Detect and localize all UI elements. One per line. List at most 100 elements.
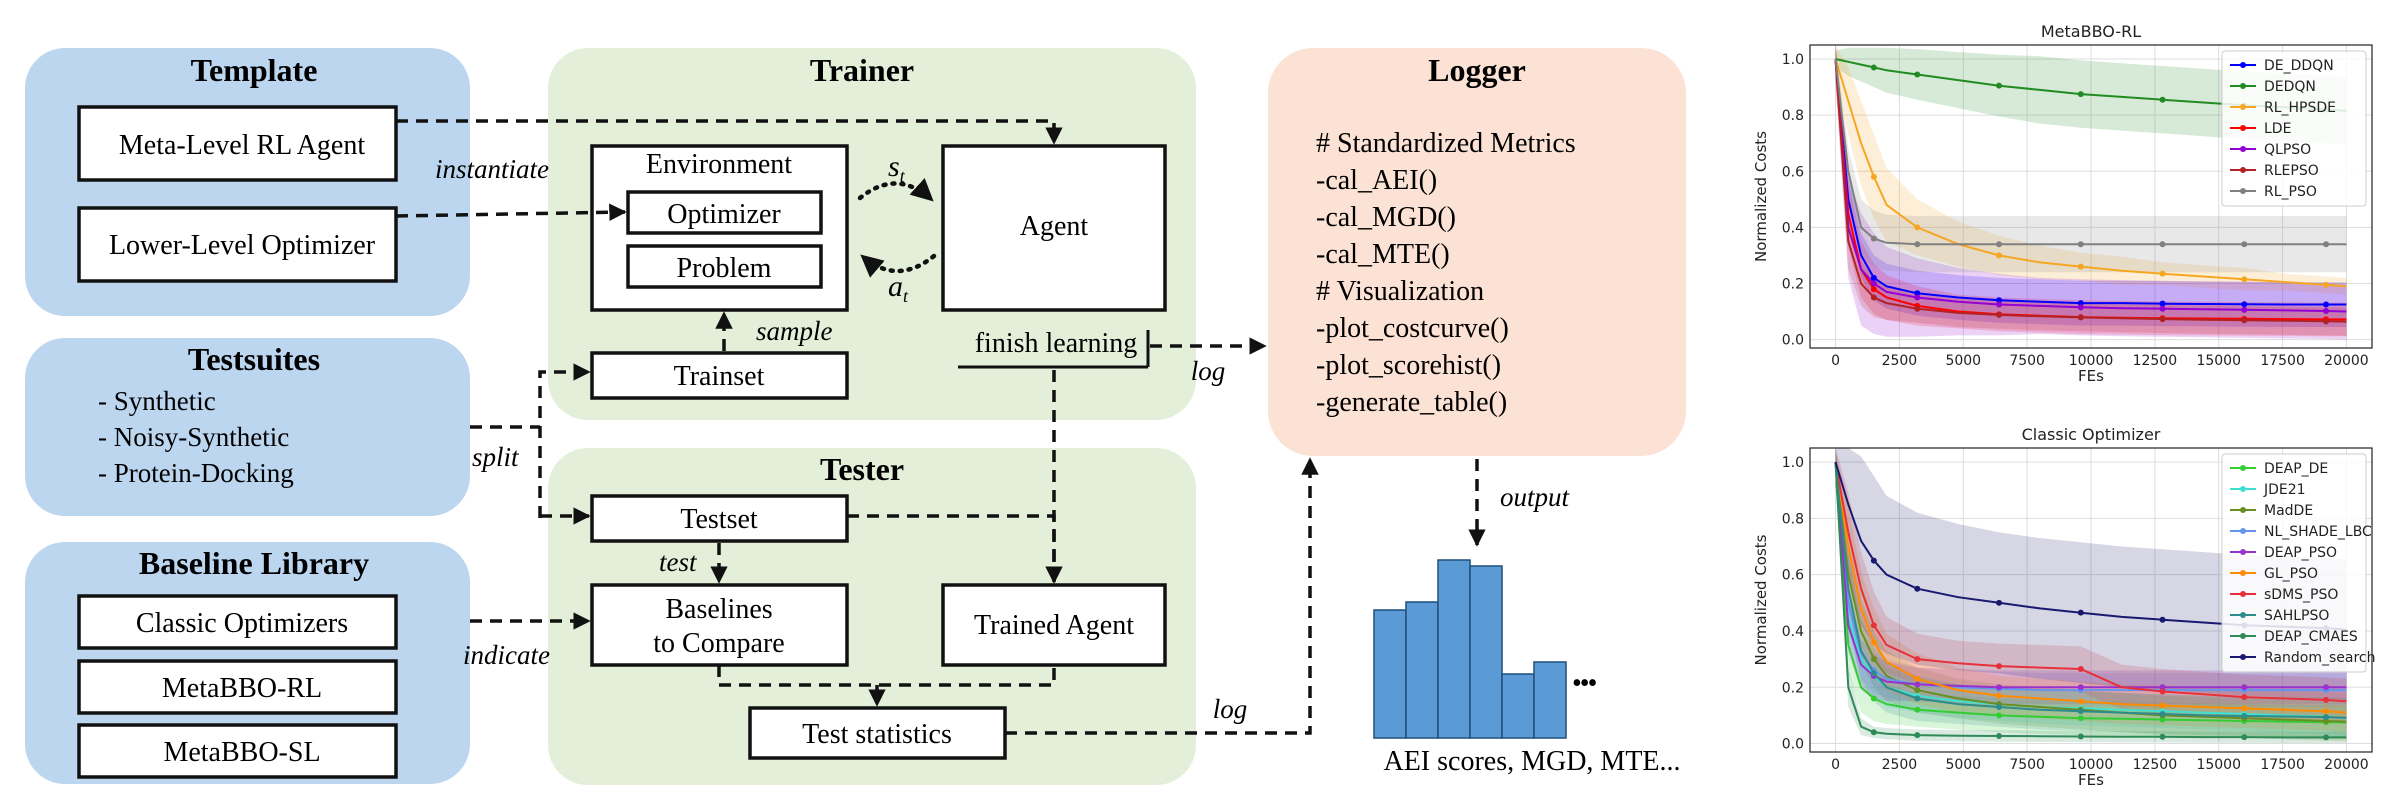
series-point — [2323, 684, 2330, 691]
series-line — [1834, 462, 2347, 724]
histogram-bar — [1373, 609, 1407, 739]
x-tick-label: 15000 — [2196, 353, 2241, 369]
test-statistics-box[interactable] — [748, 706, 1007, 760]
x-tick-label: 10000 — [2069, 757, 2114, 773]
legend-marker — [2240, 549, 2246, 555]
log-label-bottom: log — [1213, 694, 1248, 724]
x-tick-label: 5000 — [1945, 757, 1981, 773]
series-point — [1996, 732, 2003, 739]
legend-entry: Random_search — [2264, 650, 2375, 666]
series-line — [1834, 461, 2347, 703]
metabbo-rl-box[interactable] — [77, 659, 398, 715]
logger-line: -cal_MGD() — [1316, 202, 1456, 233]
axes-frame — [1809, 447, 2373, 753]
series-band — [1835, 448, 2347, 738]
logger-line: -generate_table() — [1316, 387, 1507, 418]
optimizer-label: Optimizer — [667, 199, 781, 230]
series-point — [1996, 241, 2003, 248]
series-point — [2323, 301, 2330, 308]
series-point — [1996, 712, 2003, 719]
baselines-box[interactable] — [590, 583, 849, 667]
histogram-bar — [1533, 661, 1567, 739]
testsuites-title: Testsuites — [188, 341, 320, 377]
legend-box — [2221, 453, 2367, 673]
legend-entry: DEDQN — [2264, 79, 2316, 95]
legend-marker — [2240, 104, 2246, 110]
action-label: at — [888, 270, 909, 306]
output-label: output — [1500, 482, 1571, 512]
legend-marker — [2240, 167, 2246, 173]
series-point — [1996, 692, 2003, 699]
split-label: split — [472, 442, 520, 472]
testset-box[interactable] — [590, 494, 849, 543]
trainer-panel — [548, 48, 1196, 420]
problem-box[interactable] — [626, 244, 823, 289]
legend-marker — [2240, 612, 2246, 618]
series-point — [2323, 318, 2330, 325]
series-point — [1914, 675, 1921, 682]
y-tick-label: 0.4 — [1782, 624, 1804, 640]
x-axis-label: FEs — [2078, 771, 2104, 789]
y-tick-label: 0.6 — [1782, 164, 1804, 180]
series-point — [1996, 252, 2003, 259]
legend-marker — [2240, 62, 2246, 68]
series-point — [2241, 705, 2248, 712]
series-point — [1996, 703, 2003, 710]
x-tick-label: 0 — [1831, 757, 1840, 773]
series-band — [1835, 448, 2347, 733]
legend-marker — [2240, 486, 2246, 492]
series-point — [1914, 585, 1921, 592]
series-point — [2241, 317, 2248, 324]
series-point — [2159, 684, 2166, 691]
legend-marker — [2240, 507, 2246, 513]
series-point — [2159, 702, 2166, 709]
testsuites-panel — [25, 338, 470, 516]
series-line — [1834, 461, 2347, 719]
series-point — [2077, 304, 2084, 311]
series-point — [1870, 695, 1877, 702]
series-point — [2241, 276, 2248, 283]
optimizer-box[interactable] — [626, 190, 823, 235]
trained-agent-box[interactable] — [941, 583, 1167, 667]
series-point — [2077, 733, 2084, 740]
series-band — [1835, 45, 2347, 327]
legend-box — [2221, 50, 2367, 207]
testset-label: Testset — [680, 504, 758, 535]
legend-entry: sDMS_PSO — [2264, 587, 2338, 603]
lower-level-optimizer-box[interactable] — [77, 206, 398, 283]
trainset-box[interactable] — [590, 351, 849, 400]
x-tick-label: 2500 — [1882, 757, 1918, 773]
trained-agent-label: Trained Agent — [974, 610, 1134, 641]
series-point — [2241, 306, 2248, 313]
action-arc — [859, 253, 937, 278]
histogram-bar — [1405, 601, 1439, 739]
edge-split-to-trainset — [538, 363, 591, 518]
series-point — [2241, 241, 2248, 248]
problem-label: Problem — [677, 253, 772, 284]
series-point — [2323, 708, 2330, 715]
classic-optimizers-box[interactable] — [77, 594, 398, 650]
series-point — [2077, 715, 2084, 722]
logger-panel — [1268, 48, 1686, 456]
legend-entry: NL_SHADE_LBC — [2264, 524, 2372, 540]
series-line — [1834, 58, 2347, 306]
series-point — [1996, 301, 2003, 308]
meta-level-rl-agent-label: Meta-Level RL Agent — [119, 130, 365, 161]
series-point — [2077, 665, 2084, 672]
series-point — [2159, 733, 2166, 740]
edge-optimizer-to-env — [395, 203, 627, 222]
logger-line: -plot_costcurve() — [1316, 313, 1509, 344]
series-point — [1870, 274, 1877, 281]
legend-marker — [2240, 83, 2246, 89]
baselines-label-line1: Baselines — [665, 594, 772, 625]
series-point — [1914, 695, 1921, 702]
x-tick-label: 15000 — [2196, 757, 2241, 773]
metabbo-sl-label: MetaBBO-SL — [163, 737, 320, 768]
meta-level-rl-agent-box[interactable] — [77, 105, 398, 182]
x-tick-label: 2500 — [1882, 353, 1918, 369]
metabbo-sl-box[interactable] — [77, 723, 398, 779]
agent-box[interactable] — [941, 144, 1167, 312]
edge-baselines-to-stats — [717, 665, 1056, 687]
histogram-caption: AEI scores, MGD, MTE... — [1383, 746, 1680, 777]
